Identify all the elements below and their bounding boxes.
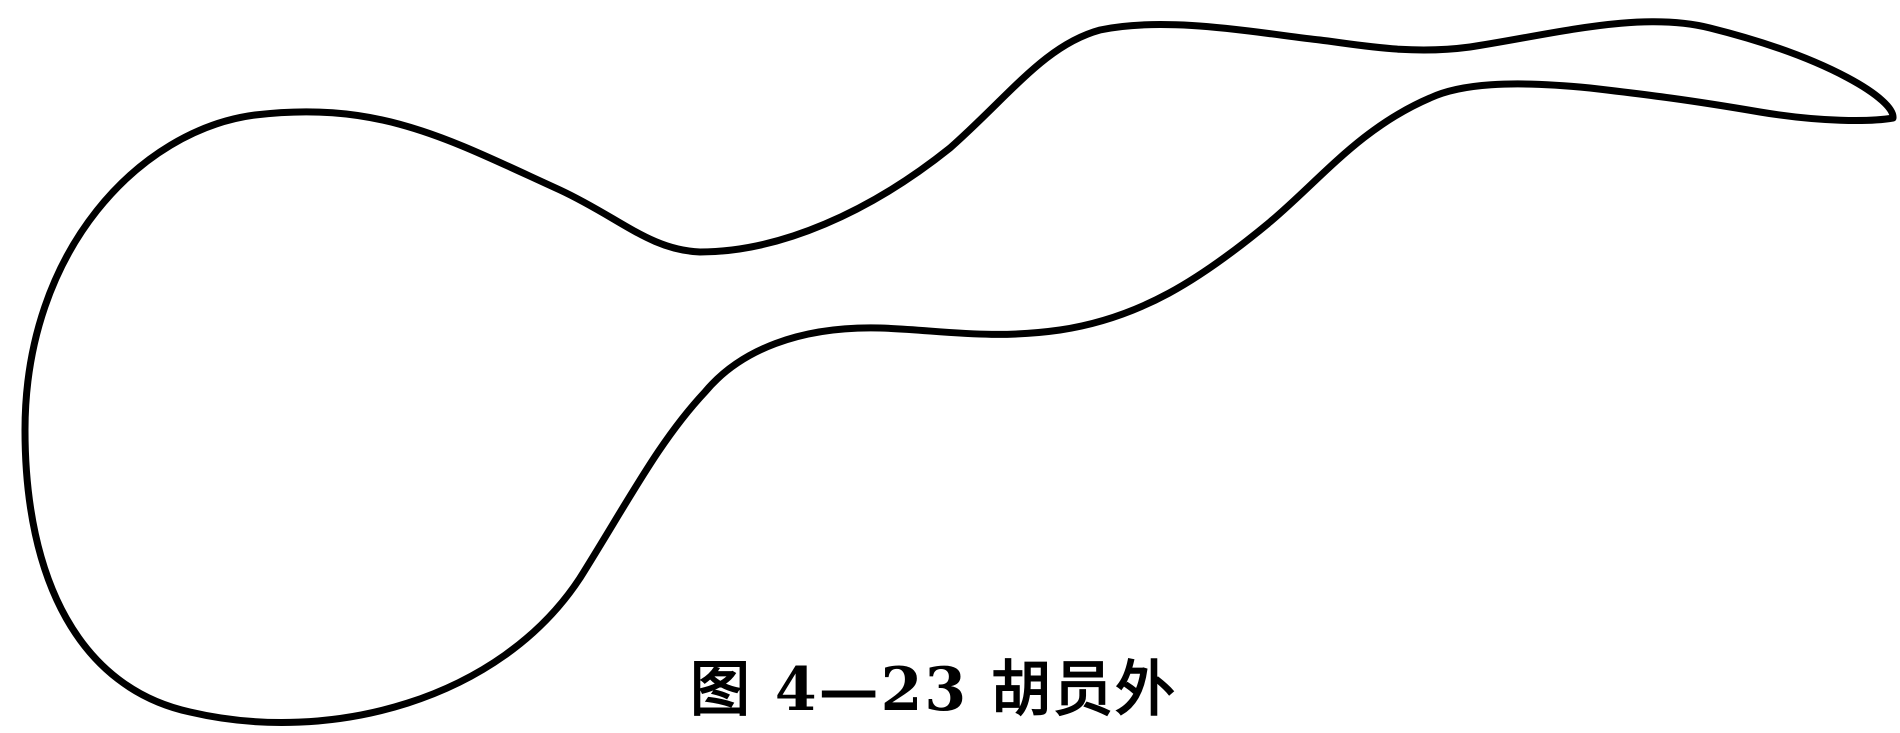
gourd-shape-outline bbox=[21, 18, 1897, 726]
figure-caption: 图 4—23 胡员外 bbox=[690, 655, 1178, 725]
